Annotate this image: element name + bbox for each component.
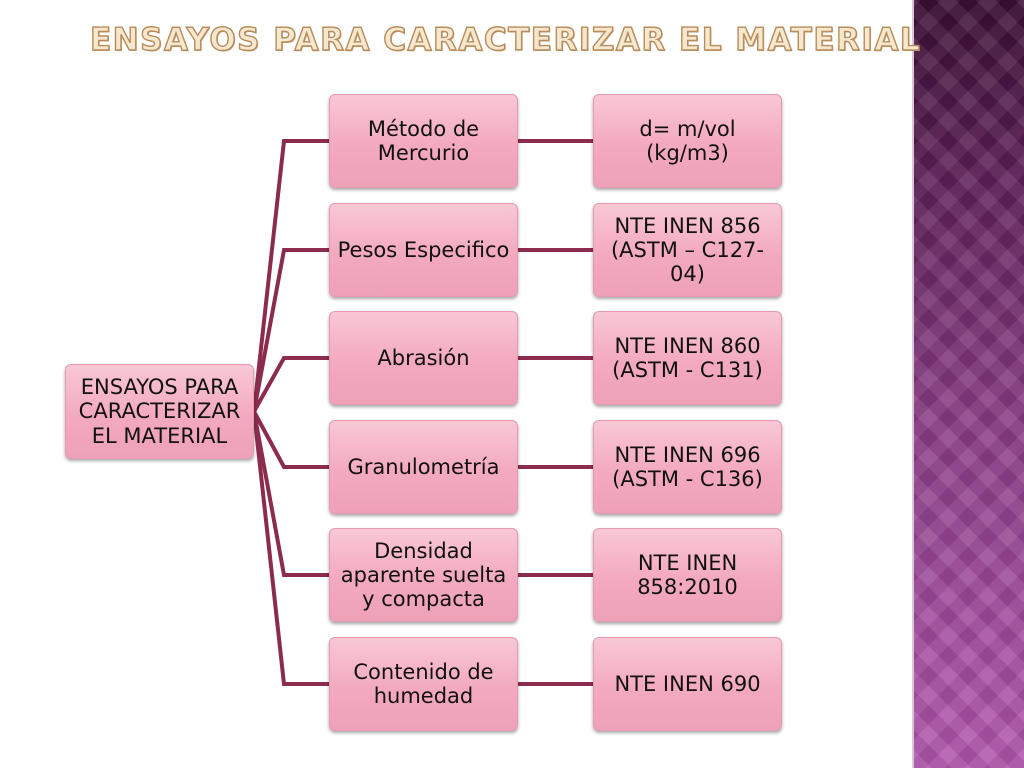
standard-node-label: NTE INEN 858:2010	[637, 550, 738, 599]
test-node-abrasion: Abrasión	[329, 311, 518, 405]
standard-node-mercurio: d= m/vol (kg/m3)	[593, 94, 782, 188]
test-node-label: Contenido de humedad	[353, 659, 494, 708]
test-node-label: Densidad aparente suelta y compacta	[340, 538, 507, 612]
side-panel-border	[912, 0, 914, 768]
decorative-side-panel	[912, 0, 1024, 768]
connector-lines	[252, 139, 595, 686]
standard-node-contenido-humedad: NTE INEN 690	[593, 637, 782, 731]
root-node-label: ENSAYOS PARA CARACTERIZAR EL MATERIAL	[78, 375, 241, 448]
standard-node-label: NTE INEN 860 (ASTM - C131)	[612, 333, 763, 382]
root-to-test-connector	[252, 409, 331, 686]
standard-node-granulometria: NTE INEN 696 (ASTM - C136)	[593, 420, 782, 514]
standard-node-label: NTE INEN 856 (ASTM – C127-04)	[610, 213, 764, 287]
root-to-test-connector	[252, 409, 331, 469]
test-node-label: Pesos Especifico	[337, 237, 510, 262]
test-node-pesos-especifico: Pesos Especifico	[329, 203, 518, 297]
standard-node-label: NTE INEN 690	[614, 671, 761, 696]
root-node: ENSAYOS PARA CARACTERIZAR EL MATERIAL	[65, 364, 254, 459]
test-node-label: Método de Mercurio	[367, 116, 480, 165]
standard-node-abrasion: NTE INEN 860 (ASTM - C131)	[593, 311, 782, 405]
test-node-mercurio: Método de Mercurio	[329, 94, 518, 188]
test-node-contenido-humedad: Contenido de humedad	[329, 637, 518, 731]
test-node-label: Abrasión	[377, 345, 470, 370]
root-to-test-connector	[252, 248, 331, 414]
root-to-test-connector	[252, 409, 331, 577]
standard-node-pesos-especifico: NTE INEN 856 (ASTM – C127-04)	[593, 203, 782, 297]
root-to-test-connector	[252, 356, 331, 414]
test-node-densidad-aparente: Densidad aparente suelta y compacta	[329, 528, 518, 622]
slide-title: ENSAYOS PARA CARACTERIZAR EL MATERIAL	[89, 21, 922, 58]
test-node-label: Granulometría	[347, 454, 500, 479]
standard-node-label: d= m/vol (kg/m3)	[639, 116, 736, 165]
root-to-test-connector	[252, 139, 331, 414]
standard-node-densidad-aparente: NTE INEN 858:2010	[593, 528, 782, 622]
standard-node-label: NTE INEN 696 (ASTM - C136)	[612, 442, 763, 491]
test-node-granulometria: Granulometría	[329, 420, 518, 514]
